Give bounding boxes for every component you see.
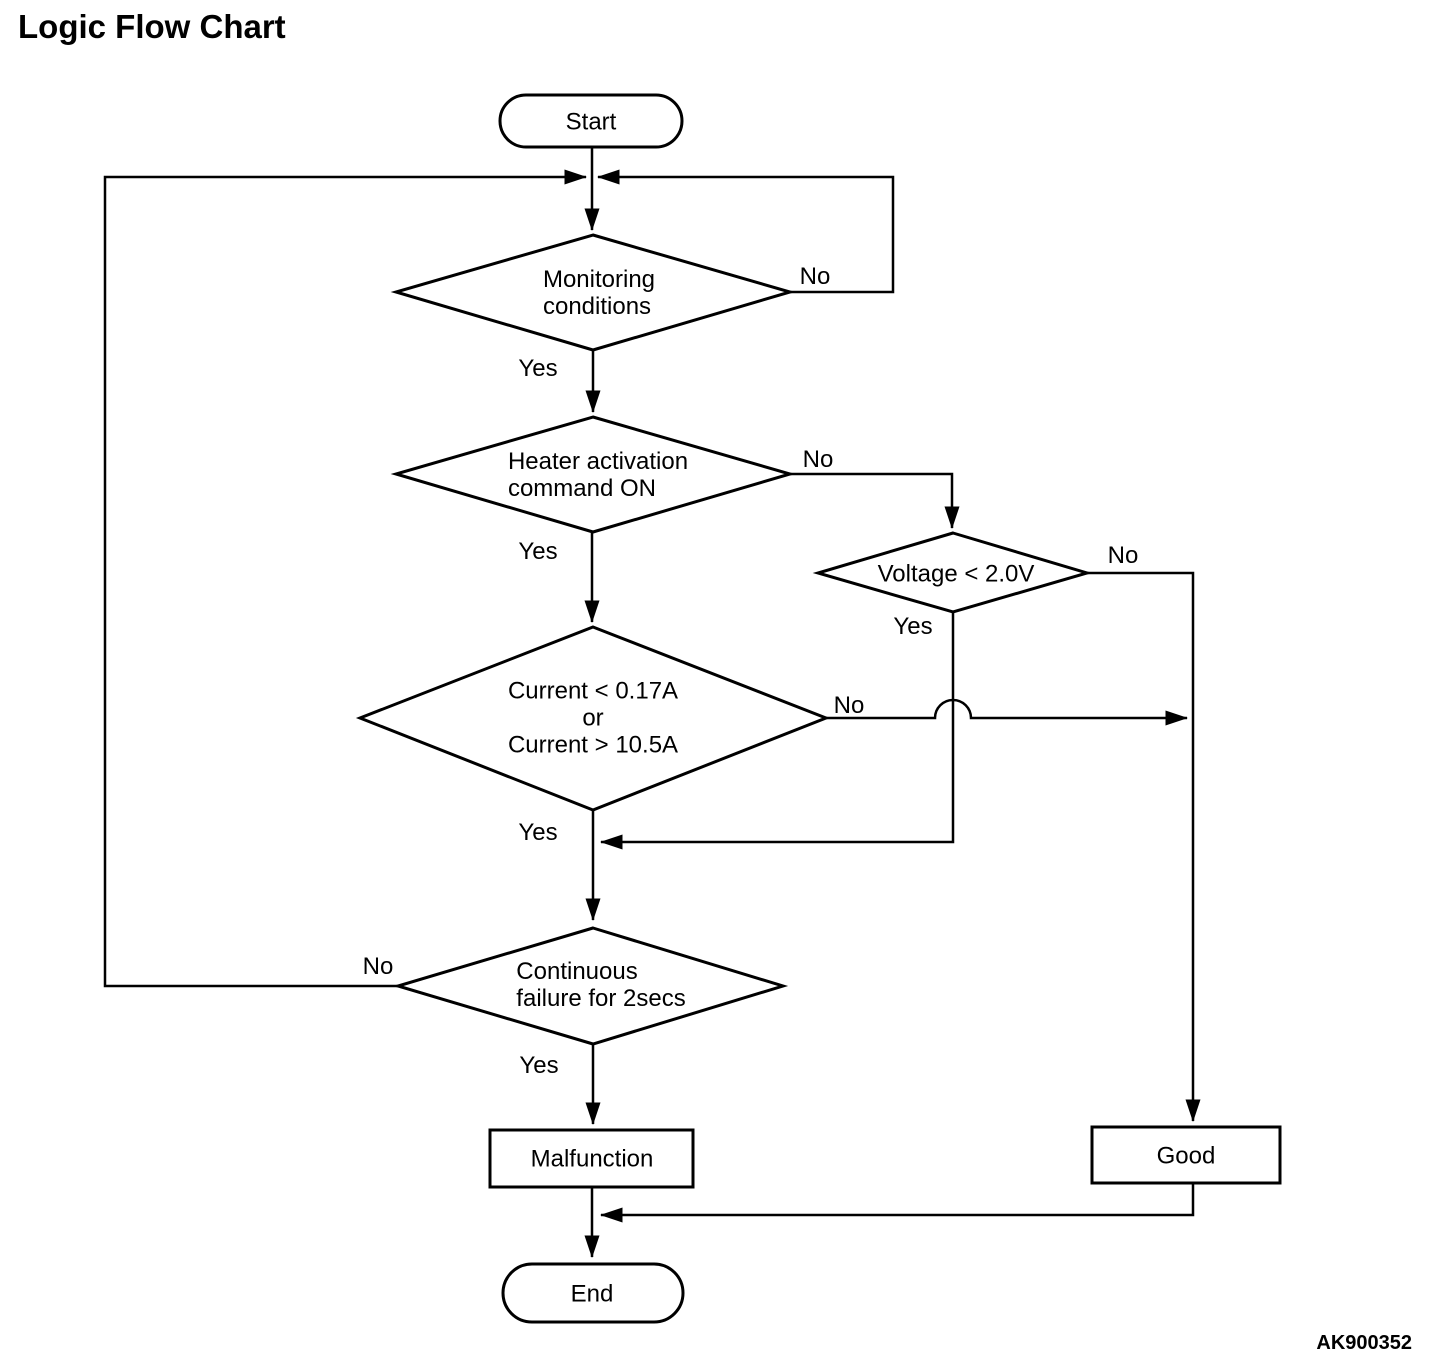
- node-good-shape: [1090, 1125, 1282, 1185]
- continuous-failure-label: Continuous failure for 2secs: [516, 958, 686, 1012]
- node-malfunction-shape: [488, 1128, 695, 1189]
- good-label: Good: [1156, 1142, 1216, 1170]
- monitoring-no-label: No: [799, 263, 831, 290]
- edge-good-to-end-join: [600, 1183, 1195, 1223]
- heater-no-label: No: [802, 446, 834, 473]
- heater-activation-label: Heater activation command ON: [507, 448, 689, 502]
- figure-code: AK900352: [1316, 1332, 1412, 1354]
- node-voltage-check-shape: [812, 531, 1093, 614]
- continuous-no-label: No: [362, 953, 394, 980]
- current-no-label: No: [833, 692, 865, 719]
- node-monitoring-conditions-shape: [390, 233, 796, 352]
- node-heater-activation-shape: [390, 415, 796, 534]
- malfunction-label: Malfunction: [530, 1145, 654, 1173]
- flow-nodes: [355, 93, 1282, 1324]
- edge-voltage-no: [1087, 571, 1201, 1122]
- monitoring-yes-label: Yes: [518, 355, 558, 382]
- edge-continuous-no-loop: [103, 169, 587, 988]
- edge-monitoring-no-loop: [597, 169, 895, 294]
- end-label: End: [570, 1280, 614, 1308]
- node-current-check-shape: [355, 625, 831, 812]
- monitoring-conditions-label: Monitoring conditions: [542, 266, 656, 320]
- node-continuous-failure-shape: [392, 926, 789, 1046]
- flow-edges: [103, 147, 1201, 1258]
- current-yes-label: Yes: [518, 819, 558, 846]
- edge-current-no-with-hop: [826, 698, 1188, 726]
- node-start-shape: [498, 93, 684, 149]
- voltage-no-label: No: [1107, 542, 1139, 569]
- node-end-shape: [501, 1262, 685, 1324]
- voltage-check-label: Voltage < 2.0V: [877, 560, 1035, 588]
- current-check-label: Current < 0.17A or Current > 10.5A: [507, 677, 679, 759]
- continuous-yes-label: Yes: [519, 1052, 559, 1079]
- start-label: Start: [565, 108, 617, 136]
- edge-heater-no: [790, 472, 960, 529]
- voltage-yes-label: Yes: [893, 613, 933, 640]
- page-title: Logic Flow Chart: [18, 8, 286, 45]
- edge-voltage-yes: [600, 612, 955, 850]
- heater-yes-label: Yes: [518, 538, 558, 565]
